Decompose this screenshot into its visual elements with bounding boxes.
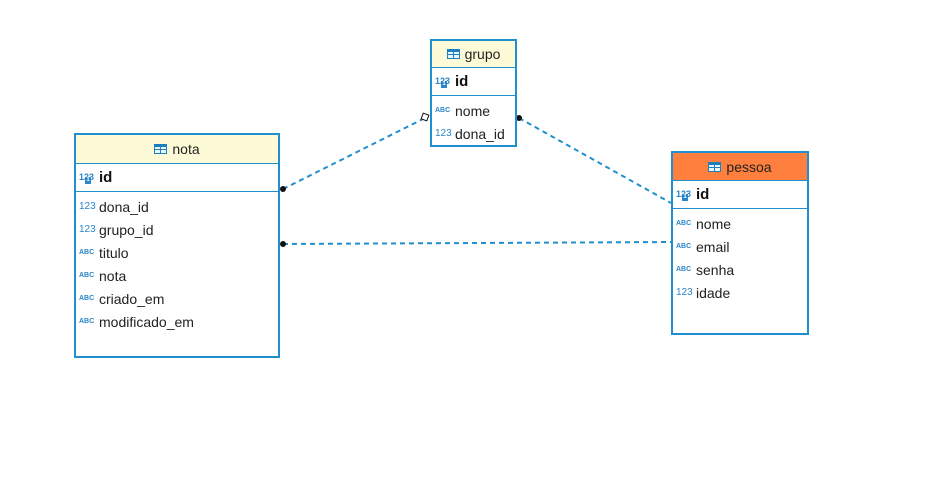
text-type-icon: ABC bbox=[435, 107, 451, 114]
link-nota-pessoa[interactable] bbox=[282, 241, 672, 245]
link-nota-grupo[interactable] bbox=[282, 117, 426, 190]
column-name: email bbox=[696, 238, 730, 255]
text-type-icon: ABC bbox=[676, 243, 692, 250]
column-row[interactable]: ABC criado_em bbox=[76, 287, 278, 310]
column-row[interactable]: ABC modificado_em bbox=[76, 310, 278, 333]
column-name: dona_id bbox=[455, 125, 505, 142]
entity-header[interactable]: grupo bbox=[432, 41, 515, 68]
text-type-icon: ABC bbox=[676, 220, 692, 227]
text-type-icon: ABC bbox=[79, 272, 95, 279]
numeric-type-icon: 123 bbox=[79, 201, 96, 212]
entity-header[interactable]: pessoa bbox=[673, 153, 807, 181]
numeric-type-icon: 123 bbox=[435, 128, 452, 139]
pk-row[interactable]: 1231 id bbox=[673, 181, 807, 209]
column-row[interactable]: 123 dona_id bbox=[76, 195, 278, 218]
column-name: nome bbox=[696, 215, 732, 232]
link-grupo-pessoa-end-dot bbox=[516, 115, 522, 121]
column-row[interactable]: 123 grupo_id bbox=[76, 218, 278, 241]
column-name: modificado_em bbox=[99, 313, 194, 330]
column-name: senha bbox=[696, 261, 735, 278]
column-row[interactable]: ABC nome bbox=[432, 99, 515, 122]
link-nota-pessoa-end-dot bbox=[280, 241, 286, 247]
column-row[interactable]: 123 idade bbox=[673, 281, 807, 304]
pk-name: id bbox=[455, 73, 469, 90]
column-row[interactable]: ABC titulo bbox=[76, 241, 278, 264]
column-row[interactable]: ABC nome bbox=[673, 212, 807, 235]
column-name: dona_id bbox=[99, 198, 149, 215]
text-type-icon: ABC bbox=[79, 295, 95, 302]
table-icon bbox=[154, 144, 168, 154]
entity-pessoa[interactable]: pessoa 1231 id ABC nome ABC email ABC se… bbox=[671, 151, 809, 335]
entity-nota[interactable]: nota 1231 id 123 dona_id 123 grupo_id AB… bbox=[74, 133, 280, 358]
primary-key-numeric-icon: 1231 bbox=[676, 190, 691, 201]
numeric-type-icon: 123 bbox=[79, 224, 96, 235]
column-name: criado_em bbox=[99, 290, 165, 307]
column-row[interactable]: ABC nota bbox=[76, 264, 278, 287]
column-name: nome bbox=[455, 102, 491, 119]
link-nota-grupo-end-dot bbox=[280, 186, 286, 192]
column-name: idade bbox=[696, 284, 731, 301]
table-icon bbox=[446, 49, 460, 59]
table-icon bbox=[708, 161, 722, 172]
entity-title: grupo bbox=[464, 46, 501, 62]
link-grupo-pessoa[interactable] bbox=[518, 117, 672, 204]
column-name: nota bbox=[99, 267, 127, 284]
text-type-icon: ABC bbox=[79, 249, 95, 256]
entity-title: pessoa bbox=[726, 158, 772, 175]
pk-row[interactable]: 1231 id bbox=[76, 164, 278, 192]
column-name: titulo bbox=[99, 244, 129, 261]
column-row[interactable]: 123 dona_id bbox=[432, 122, 515, 145]
column-name: grupo_id bbox=[99, 221, 154, 238]
pk-name: id bbox=[696, 186, 710, 203]
column-row[interactable]: ABC email bbox=[673, 235, 807, 258]
column-row[interactable]: ABC senha bbox=[673, 258, 807, 281]
pk-row[interactable]: 1231 id bbox=[432, 68, 515, 96]
primary-key-numeric-icon: 1231 bbox=[435, 77, 450, 88]
primary-key-numeric-icon: 1231 bbox=[79, 173, 94, 184]
numeric-type-icon: 123 bbox=[676, 287, 693, 298]
text-type-icon: ABC bbox=[676, 266, 692, 273]
entity-title: nota bbox=[172, 141, 200, 157]
pk-name: id bbox=[99, 169, 113, 186]
entity-grupo[interactable]: grupo 1231 id ABC nome 123 dona_id bbox=[430, 39, 517, 147]
text-type-icon: ABC bbox=[79, 318, 95, 325]
entity-header[interactable]: nota bbox=[76, 135, 278, 164]
link-nota-grupo-end-diamond bbox=[420, 112, 430, 122]
